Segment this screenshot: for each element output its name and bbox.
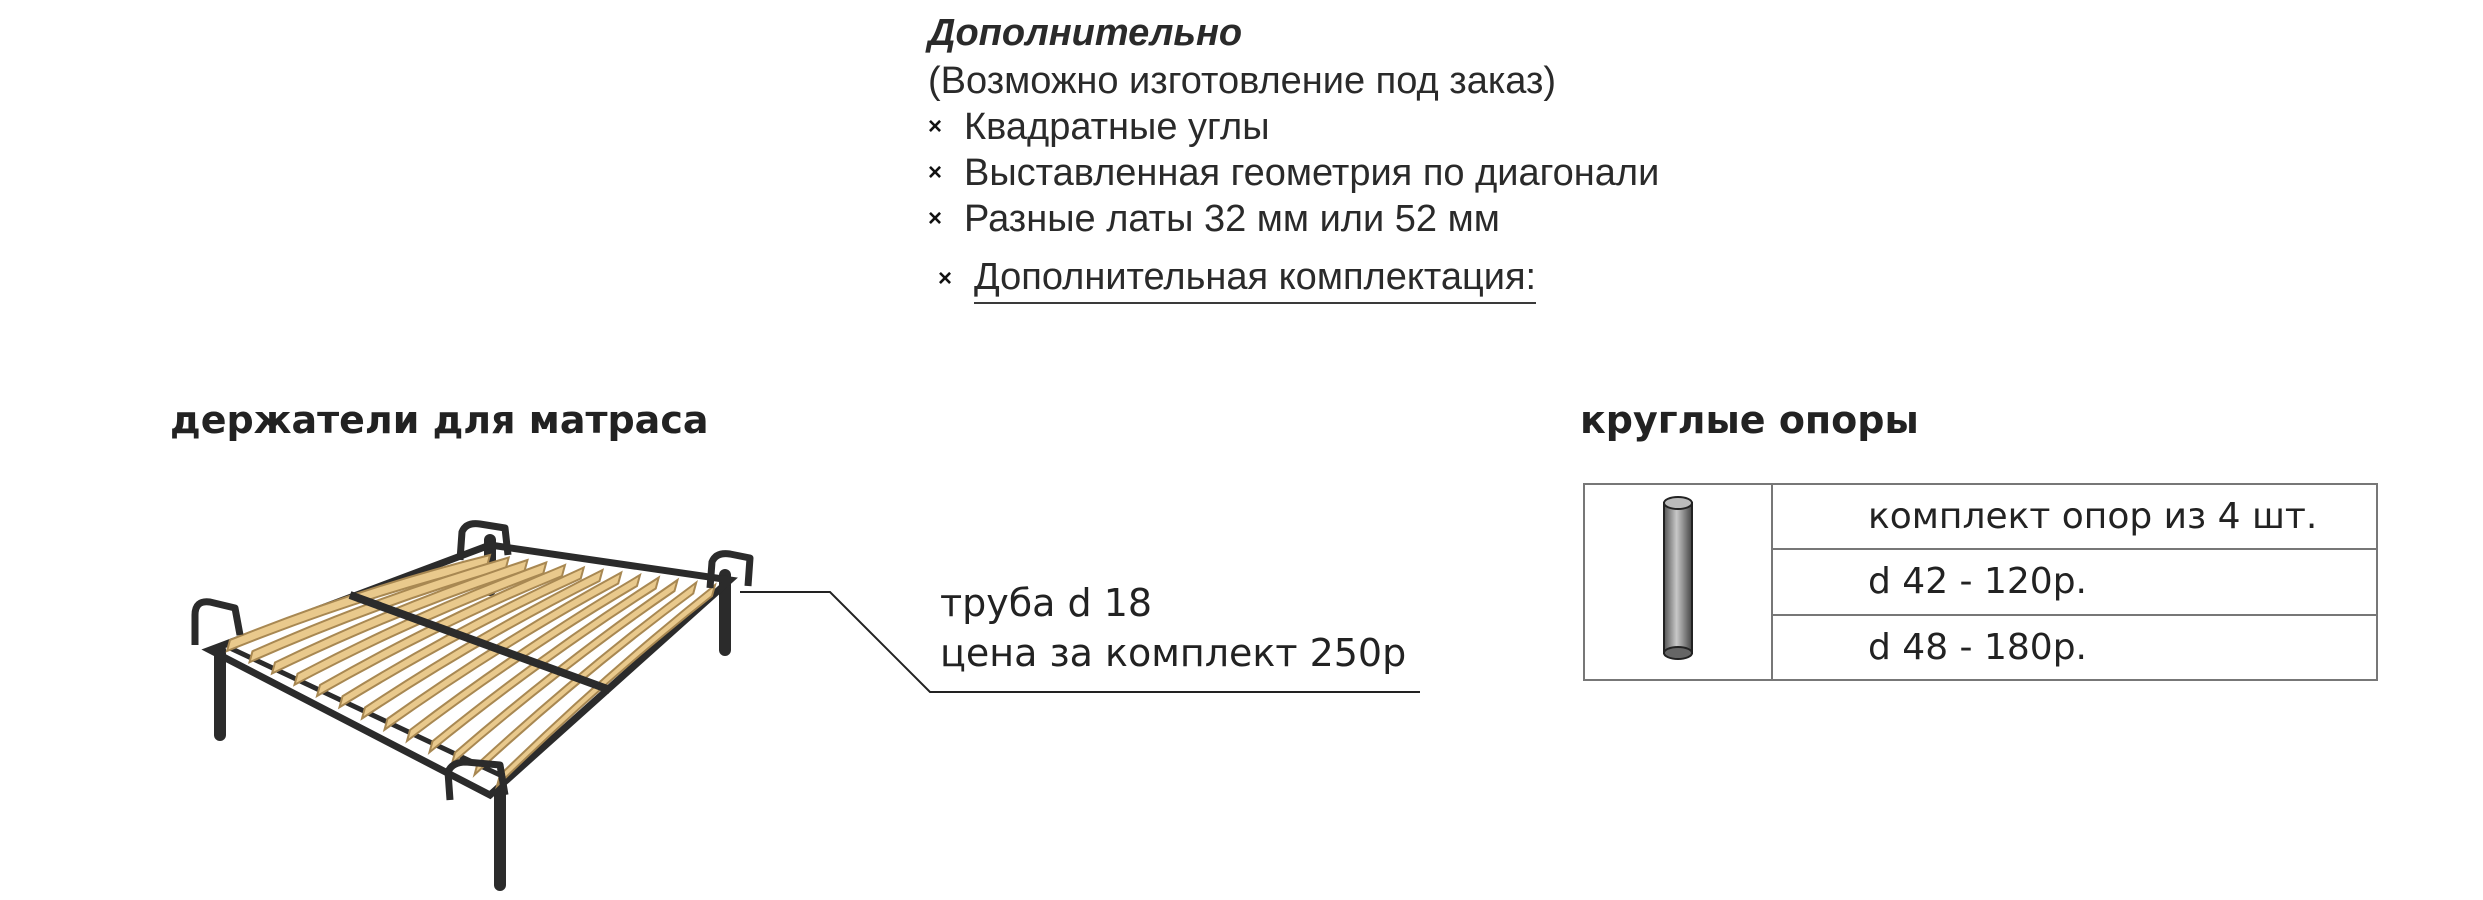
option-label: Разные латы 32 мм или 52 мм: [964, 198, 1500, 240]
pipe-diameter-text: труба d 18: [940, 581, 1153, 625]
slat: [495, 582, 717, 790]
leader-line: [740, 591, 1420, 693]
set-price-text: цена за комплект 250р: [940, 631, 1407, 675]
supports-price-table: комплект опор из 4 шт. d 42 - 120р. d 48…: [1583, 482, 2378, 682]
cross-icon: ×: [938, 265, 953, 292]
additional-title: Дополнительно: [928, 12, 1243, 54]
additional-subtitle: (Возможно изготовление под заказ): [928, 60, 1557, 102]
mattress-holders-title: держатели для матраса: [170, 398, 709, 442]
support-price-d42: d 42 - 120р.: [1771, 548, 2378, 616]
slat: [405, 572, 642, 744]
list-item: × Разные латы 32 мм или 52 мм: [928, 196, 1828, 242]
option-label: Выставленная геометрия по диагонали: [964, 152, 1660, 194]
slat: [427, 575, 661, 755]
table-row: d 42 - 120р.: [1584, 548, 2378, 616]
list-item: × Дополнительная комплектация:: [928, 254, 1828, 304]
holder-spec: труба d 18 цена за комплект 250р: [940, 578, 1406, 678]
cylinder-leg-icon: [1663, 495, 1693, 660]
option-label: Квадратные углы: [964, 106, 1270, 148]
table-row: d 48 - 180р.: [1584, 613, 2378, 682]
cross-icon: ×: [928, 159, 943, 186]
options-list: × Квадратные углы × Выставленная геометр…: [928, 104, 1828, 304]
bed-frame-with-slats-icon: [191, 520, 754, 891]
slat: [382, 570, 623, 733]
round-supports-title: круглые опоры: [1580, 398, 1919, 442]
slat: [450, 577, 680, 767]
list-item: × Квадратные углы: [928, 104, 1828, 150]
table-row: комплект опор из 4 шт.: [1583, 482, 2378, 681]
cross-icon: ×: [928, 113, 943, 140]
slat: [360, 568, 605, 721]
extra-equipment-label: Дополнительная комплектация:: [974, 254, 1537, 304]
support-image-cell: [1583, 483, 1773, 681]
support-price-d48: d 48 - 180р.: [1771, 613, 2378, 682]
slat: [315, 563, 567, 699]
additional-options-block: Дополнительно (Возможно изготовление под…: [928, 8, 1828, 304]
slat: [337, 565, 586, 710]
support-set-label: комплект опор из 4 шт.: [1771, 482, 2378, 551]
cross-icon: ×: [928, 205, 943, 232]
slat: [472, 579, 698, 778]
list-item: × Выставленная геометрия по диагонали: [928, 150, 1828, 196]
